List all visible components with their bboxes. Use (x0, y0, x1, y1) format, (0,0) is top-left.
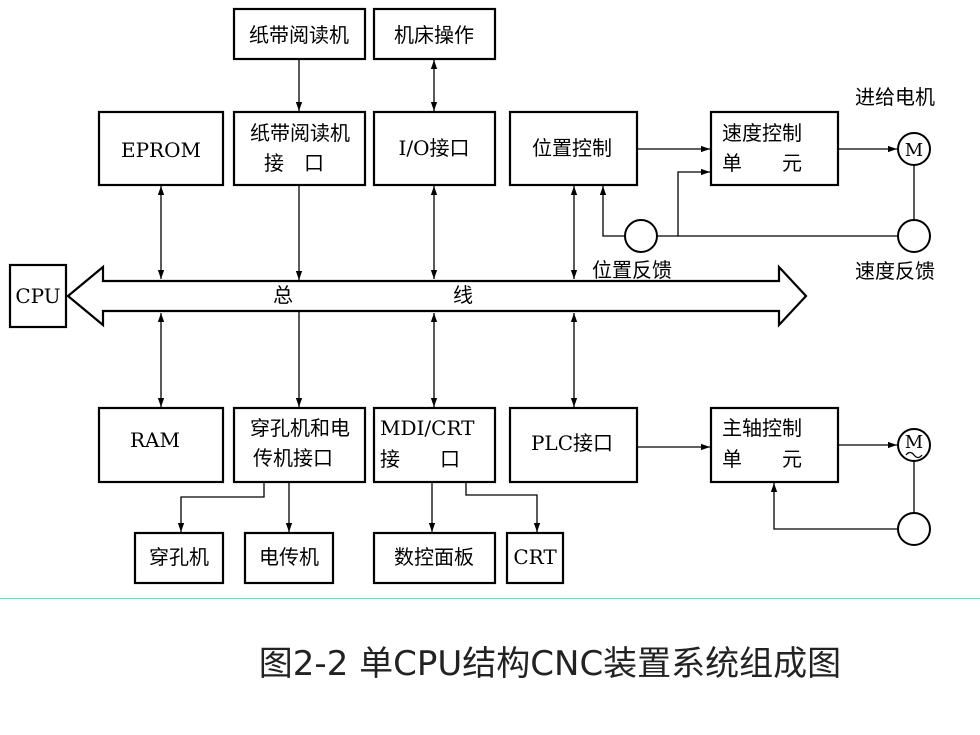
io-interface-box (372, 110, 497, 187)
machine-ops-label: 机床操作 (394, 23, 474, 47)
spindle-control-unit-box (709, 406, 840, 484)
position-control-label: 位置控制 (532, 136, 612, 160)
spindle-control-unit-label-2: 单 元 (722, 447, 802, 471)
speed-control-unit-label-2: 单 元 (722, 151, 802, 175)
punch-teletype-interface-box (232, 406, 367, 484)
spindle-feedback-line (770, 483, 898, 530)
position-feedback-line (599, 186, 625, 237)
spindle-motor-m: M (905, 432, 923, 453)
section-divider (0, 598, 980, 599)
plc-interface-box (508, 406, 639, 484)
nc-panel-label: 数控面板 (394, 545, 474, 569)
punch-label: 穿孔机 (149, 545, 209, 569)
teletype-label: 电传机 (259, 545, 319, 569)
figure-caption: 图2-2 单CPU结构CNC装置系统组成图 (258, 644, 842, 684)
spindle-control-unit-label-1: 主轴控制 (722, 416, 802, 440)
speed-feedback-label: 速度反馈 (855, 259, 935, 283)
position-feedback-label: 位置反馈 (592, 258, 672, 282)
crt-label: CRT (513, 545, 557, 569)
tape-reader-label: 纸带阅读机 (249, 23, 349, 47)
speed-encoder-circle (897, 219, 931, 253)
ram-label: RAM (130, 428, 180, 452)
teletype-box (243, 531, 335, 585)
tape-reader-interface-label-2: 接 口 (264, 151, 324, 175)
interface-to-crt-line (465, 482, 541, 532)
tape-reader-interface-label-1: 纸带阅读机 (250, 121, 350, 145)
speed-control-unit-label-1: 速度控制 (722, 121, 802, 145)
spindle-motor-ac-icon (905, 451, 923, 459)
mdi-crt-interface-box (372, 406, 497, 484)
system-bus-arrow (66, 264, 808, 328)
feed-motor-m: M (905, 140, 923, 161)
crt-box (505, 531, 565, 585)
punch-teletype-interface-label-1: 穿孔机和电 (250, 416, 350, 440)
plc-interface-label: PLC接口 (531, 431, 613, 455)
bus-label-left: 总 (273, 283, 293, 307)
io-interface-label: I/O接口 (398, 136, 469, 160)
eprom-box (97, 110, 225, 187)
tape-reader-interface-box (232, 110, 367, 187)
position-encoder-circle (624, 219, 658, 253)
speed-feedback-line (677, 168, 898, 237)
ram-box (97, 406, 225, 484)
mdi-crt-interface-label-1: MDI/CRT (380, 416, 475, 440)
tape-reader-box (232, 7, 367, 61)
speed-control-unit-box (709, 110, 840, 187)
punch-box (133, 531, 225, 585)
cpu-box (8, 263, 68, 329)
nc-panel-box (372, 531, 497, 585)
cnc-system-diagram: 纸带阅读机 机床操作 EPROM 纸带阅读机 接 口 I/O接口 位置控制 速度… (8, 7, 935, 585)
bus-label-right: 线 (453, 283, 473, 307)
machine-ops-box (372, 7, 497, 61)
interface-to-punch-line (177, 482, 265, 532)
punch-teletype-interface-label-2: 传机接口 (253, 446, 333, 470)
mdi-crt-interface-label-2: 接 口 (380, 447, 460, 471)
spindle-encoder-circle (897, 512, 931, 546)
cpu-label: CPU (15, 284, 60, 308)
eprom-label: EPROM (121, 138, 201, 162)
feed-motor-label: 进给电机 (855, 85, 935, 109)
position-control-box (508, 110, 639, 187)
